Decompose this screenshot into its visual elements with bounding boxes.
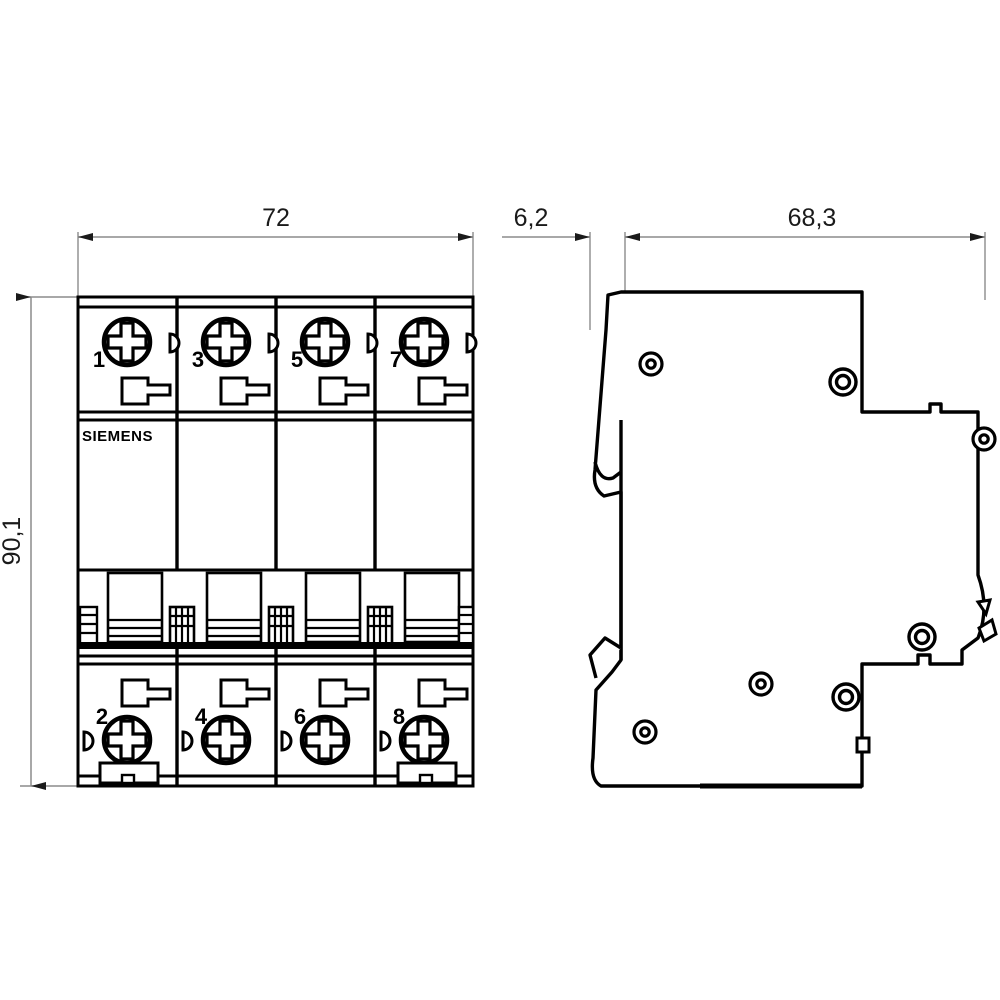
terminal-1: 1 (93, 319, 181, 406)
label-plate-4 (396, 761, 458, 785)
clamp-profile (219, 678, 271, 708)
edge-rib-left (78, 605, 99, 647)
dimension-label-62: 6,2 (514, 204, 549, 232)
clamp-profile (219, 376, 271, 406)
dimension-label-height: 90,1 (0, 517, 26, 566)
side-notch-icon (82, 730, 95, 752)
screw-icon (401, 717, 447, 763)
terminal-number-1: 1 (93, 347, 105, 372)
din-clip-notch-upper (593, 461, 623, 481)
screw-icon (104, 717, 150, 763)
rivet-icon-1 (638, 351, 664, 377)
clamp-profile (417, 376, 469, 406)
terminal-number-5: 5 (291, 347, 303, 372)
clamp-profile (120, 678, 172, 708)
terminal-4: 4 (181, 678, 271, 763)
brand-label: SIEMENS (82, 428, 153, 445)
side-notch-icon (267, 332, 280, 354)
top-terminal-group: 1 3 5 7 (93, 319, 478, 406)
rivet-icon-4 (907, 622, 937, 652)
terminal-number-8: 8 (393, 704, 405, 729)
terminal-number-2: 2 (96, 704, 108, 729)
tie-bar-connector-3 (366, 605, 394, 647)
latch-hook-upper (975, 598, 993, 618)
side-notch-icon (168, 332, 181, 354)
dimension-width-72: 72 (77, 204, 474, 300)
screw-icon (203, 319, 249, 365)
screw-icon (401, 319, 447, 365)
terminal-5: 5 (291, 319, 379, 406)
lever-pole-4 (403, 571, 461, 644)
rib-box (457, 605, 475, 647)
label-plate-tab (120, 773, 136, 785)
label-plate-1 (98, 761, 160, 785)
side-view (588, 290, 998, 789)
dimension-label-width: 72 (262, 204, 290, 232)
side-notch-icon (280, 730, 293, 752)
terminal-2: 2 (82, 678, 172, 785)
toggle-lever-band (76, 568, 475, 649)
clamp-profile (318, 376, 370, 406)
lever-base-bar (78, 642, 473, 649)
terminal-number-6: 6 (294, 704, 306, 729)
rib-box (78, 605, 99, 647)
edge-rib-right (457, 605, 475, 647)
tie-bar-connector-1 (168, 605, 196, 647)
rivet-icon-7 (632, 719, 658, 745)
dimension-depth-6-2: 6,2 (502, 204, 626, 330)
screw-icon (104, 319, 150, 365)
rivet-icon-6 (831, 682, 861, 712)
side-notch-icon (379, 730, 392, 752)
lever-pole-2 (205, 571, 263, 644)
side-notch-icon (366, 332, 379, 354)
tie-bar-connector-2 (267, 605, 295, 647)
terminal-number-7: 7 (390, 347, 402, 372)
front-view: 1 3 5 7 SI (76, 295, 478, 788)
latch-hook-lower (977, 617, 998, 644)
clamp-profile (120, 376, 172, 406)
side-notch-icon (181, 730, 194, 752)
bottom-terminal-group: 2 4 6 (82, 678, 469, 785)
terminal-number-3: 3 (192, 347, 204, 372)
terminal-8: 8 (379, 678, 469, 785)
screw-icon (302, 717, 348, 763)
lever-pole-1 (106, 571, 164, 644)
screw-icon (203, 717, 249, 763)
rivet-icon-5 (748, 671, 774, 697)
rivet-icon-3 (971, 426, 997, 452)
terminal-3: 3 (192, 319, 280, 406)
terminal-6: 6 (280, 678, 370, 763)
lever-body (106, 571, 164, 644)
terminal-7: 7 (390, 319, 478, 406)
label-plate-tab (418, 773, 434, 785)
side-bottom-tab (855, 736, 871, 754)
terminal-number-4: 4 (195, 704, 208, 729)
clamp-profile (318, 678, 370, 708)
lever-body (205, 571, 263, 644)
dimension-depth-68-3: 68,3 (625, 204, 986, 300)
clamp-profile (417, 678, 469, 708)
latch-hook (975, 598, 998, 644)
dimension-height-90-1: 90,1 (0, 293, 80, 790)
dimension-label-683: 68,3 (788, 204, 837, 232)
lever-body (304, 571, 362, 644)
din-clip-tab-lower (588, 636, 622, 679)
screw-icon (302, 319, 348, 365)
rivet-icon-2 (828, 367, 858, 397)
lever-body (403, 571, 461, 644)
lever-pole-3 (304, 571, 362, 644)
side-notch-icon (465, 332, 478, 354)
